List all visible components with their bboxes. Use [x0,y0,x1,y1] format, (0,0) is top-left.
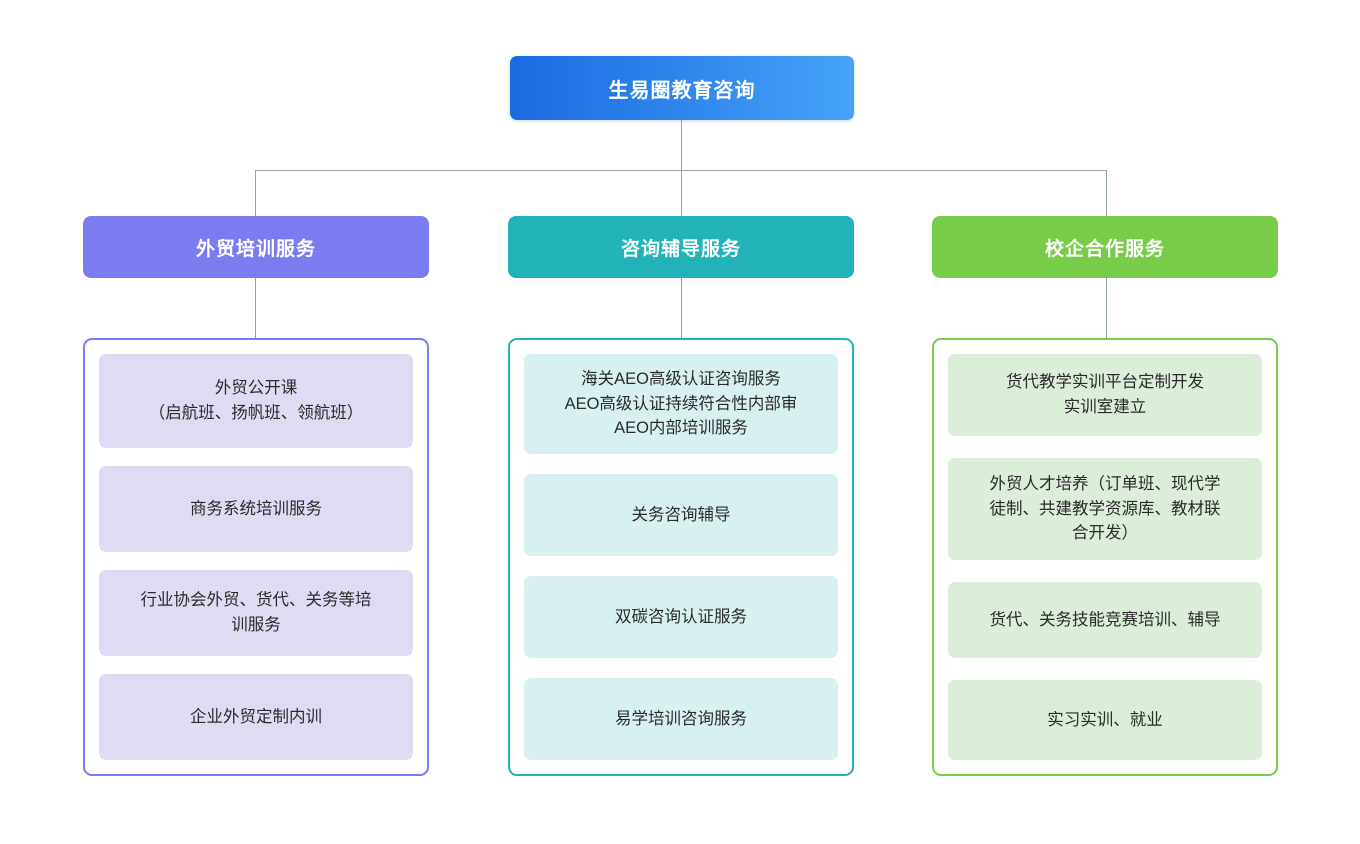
service-card-label: 关务咨询辅导 [631,505,731,524]
branch-header-consulting[interactable]: 咨询辅导服务 [508,216,854,278]
connector-branch-mid-to-box [681,278,682,338]
service-card[interactable]: 关务咨询辅导 [524,474,838,556]
service-card-label: 企业外贸定制内训 [190,707,322,726]
service-card[interactable]: 商务系统培训服务 [99,466,413,552]
branch-header-label: 咨询辅导服务 [620,238,741,260]
service-card[interactable]: 外贸公开课（启航班、扬帆班、领航班） [99,354,413,448]
service-card-label: 外贸人才培养（订单班、现代学徒制、共建教学资源库、教材联合开发） [989,474,1221,543]
branch-header-cooperation[interactable]: 校企合作服务 [932,216,1278,278]
connector-bus-to-branch-left [255,170,256,216]
connector-bus-to-branch-right [1106,170,1107,216]
service-card[interactable]: 行业协会外贸、货代、关务等培训服务 [99,570,413,656]
service-card-label: 易学培训咨询服务 [615,709,747,728]
branch-header-label: 外贸培训服务 [195,238,316,260]
service-card[interactable]: 外贸人才培养（订单班、现代学徒制、共建教学资源库、教材联合开发） [948,458,1262,560]
root-node-label: 生易圈教育咨询 [608,79,756,102]
branch-box-cooperation: 货代教学实训平台定制开发实训室建立外贸人才培养（订单班、现代学徒制、共建教学资源… [932,338,1278,776]
branch-box-training: 外贸公开课（启航班、扬帆班、领航班） 商务系统培训服务行业协会外贸、货代、关务等培… [83,338,429,776]
service-card-label: 外贸公开课（启航班、扬帆班、领航班） [148,379,364,422]
service-card-label: 商务系统培训服务 [190,499,322,518]
branch-header-label: 校企合作服务 [1044,238,1165,260]
connector-bus-to-branch-mid [681,170,682,216]
service-card-label: 货代、关务技能竞赛培训、辅导 [989,610,1221,629]
service-card-label: 实习实训、就业 [1047,710,1163,729]
service-card-label: 货代教学实训平台定制开发实训室建立 [1006,373,1204,416]
service-card[interactable]: 企业外贸定制内训 [99,674,413,760]
branch-header-training[interactable]: 外贸培训服务 [83,216,429,278]
service-card-label: 行业协会外贸、货代、关务等培训服务 [140,591,372,634]
connector-branch-left-to-box [255,278,256,338]
service-card[interactable]: 货代教学实训平台定制开发实训室建立 [948,354,1262,436]
service-card[interactable]: 实习实训、就业 [948,680,1262,760]
connector-root-trunk [681,120,682,170]
service-card[interactable]: 双碳咨询认证服务 [524,576,838,658]
service-card-label: 双碳咨询认证服务 [615,607,747,626]
connector-branch-right-to-box [1106,278,1107,338]
service-card[interactable]: 货代、关务技能竞赛培训、辅导 [948,582,1262,658]
service-card[interactable]: 易学培训咨询服务 [524,678,838,760]
root-node[interactable]: 生易圈教育咨询 [510,56,854,120]
